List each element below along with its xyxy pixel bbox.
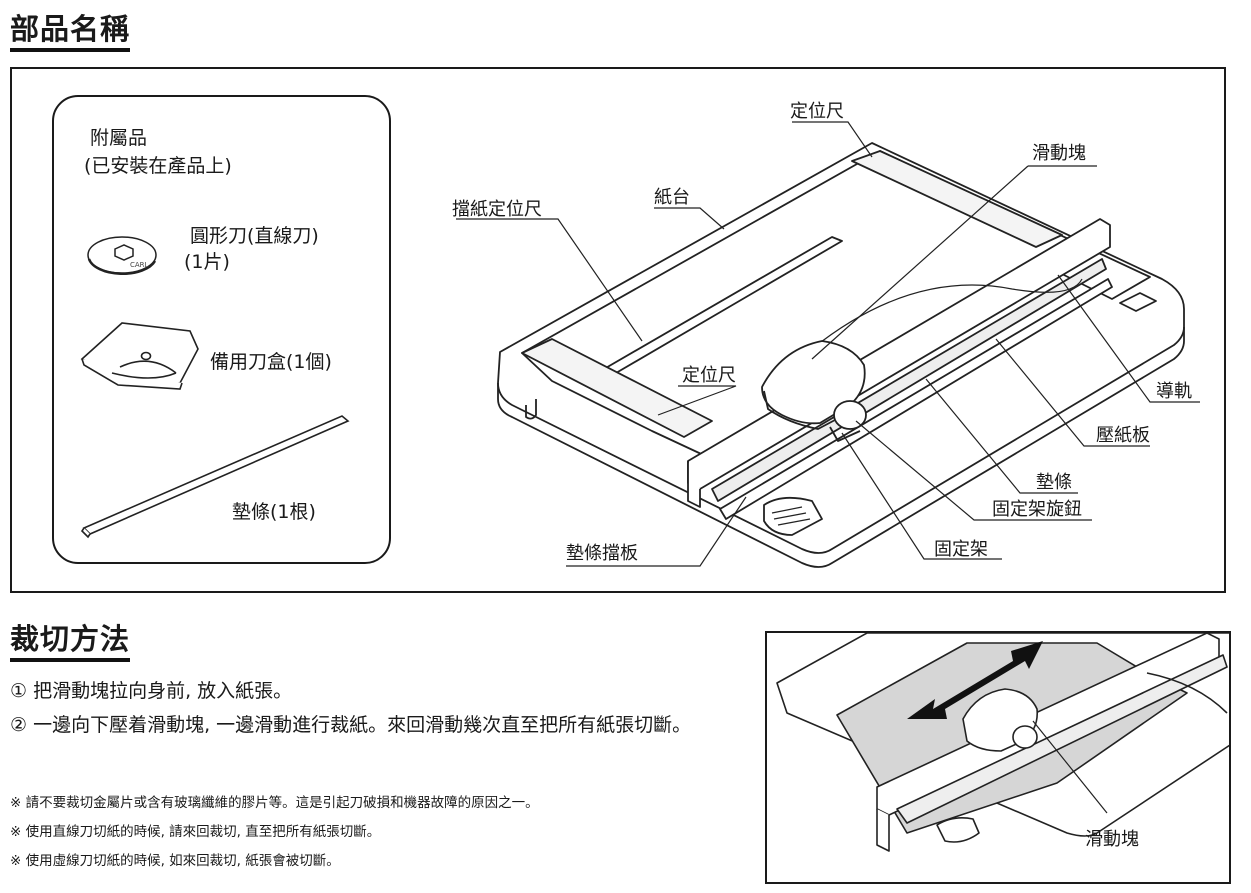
label-slider: 滑動塊: [1032, 143, 1086, 164]
label-mat-stopper: 墊條擋板: [566, 543, 638, 564]
blade-marking: CARL: [130, 261, 149, 269]
figure-slider-label: 滑動塊: [1085, 829, 1139, 850]
slide-direction-arrow: [907, 641, 1043, 719]
title-underline-2: [10, 658, 130, 662]
accessories-drawing: CARL: [80, 236, 350, 539]
label-front-ruler: 定位尺: [682, 365, 736, 386]
cutter-drawing: [456, 121, 1200, 568]
accessories-subheading: (已安裝在產品上): [84, 155, 232, 177]
mat-strip-label: 墊條(1根): [232, 501, 316, 523]
label-rail: 導軌: [1156, 381, 1192, 402]
label-paper-table: 紙台: [654, 187, 690, 208]
cutting-section-title: 裁切方法: [10, 622, 131, 656]
label-lock-frame: 固定架: [934, 539, 988, 560]
title-underline: [10, 48, 130, 52]
label-lock-knob: 固定架旋鈕: [992, 499, 1082, 520]
parts-diagram-panel: 附屬品 (已安裝在產品上) 圓形刀(直線刀) (1片) 備用刀盒(1個) 墊條(…: [10, 67, 1226, 593]
label-paper-press: 壓紙板: [1096, 425, 1150, 446]
slider-block: [761, 340, 866, 425]
round-blade-icon: CARL: [87, 236, 157, 276]
step-2: ② 一邊向下壓着滑動塊, 一邊滑動進行裁紙。來回滑動幾次直至把所有紙張切斷。: [10, 714, 692, 736]
note-2: ※ 使用直線刀切紙的時候, 請來回裁切, 直至把所有紙張切斷。: [10, 824, 381, 840]
step-1: ① 把滑動塊拉向身前, 放入紙張。: [10, 680, 293, 702]
label-mat-strip: 墊條: [1036, 472, 1072, 493]
cutting-figure-panel: 滑動塊: [765, 631, 1231, 884]
blade-case-icon: [80, 322, 199, 390]
label-top-ruler: 定位尺: [790, 101, 844, 122]
note-3: ※ 使用虛線刀切紙的時候, 如來回裁切, 紙張會被切斷。: [10, 853, 340, 869]
round-blade-qty: (1片): [184, 251, 230, 273]
parts-section-title: 部品名稱: [10, 12, 131, 46]
mat-strip-icon: [80, 415, 350, 539]
accessories-heading: 附屬品: [90, 127, 148, 149]
spare-blade-case-label: 備用刀盒(1個): [210, 351, 332, 373]
round-blade-label: 圓形刀(直線刀): [190, 225, 319, 247]
label-paper-stop-ruler: 擋紙定位尺: [452, 199, 542, 220]
cutting-figure-drawing: [776, 633, 1229, 852]
note-1: ※ 請不要裁切金屬片或含有玻璃纖維的膠片等。這是引起刀破損和機器故障的原因之一。: [10, 795, 539, 811]
accessories-box: [52, 95, 391, 564]
